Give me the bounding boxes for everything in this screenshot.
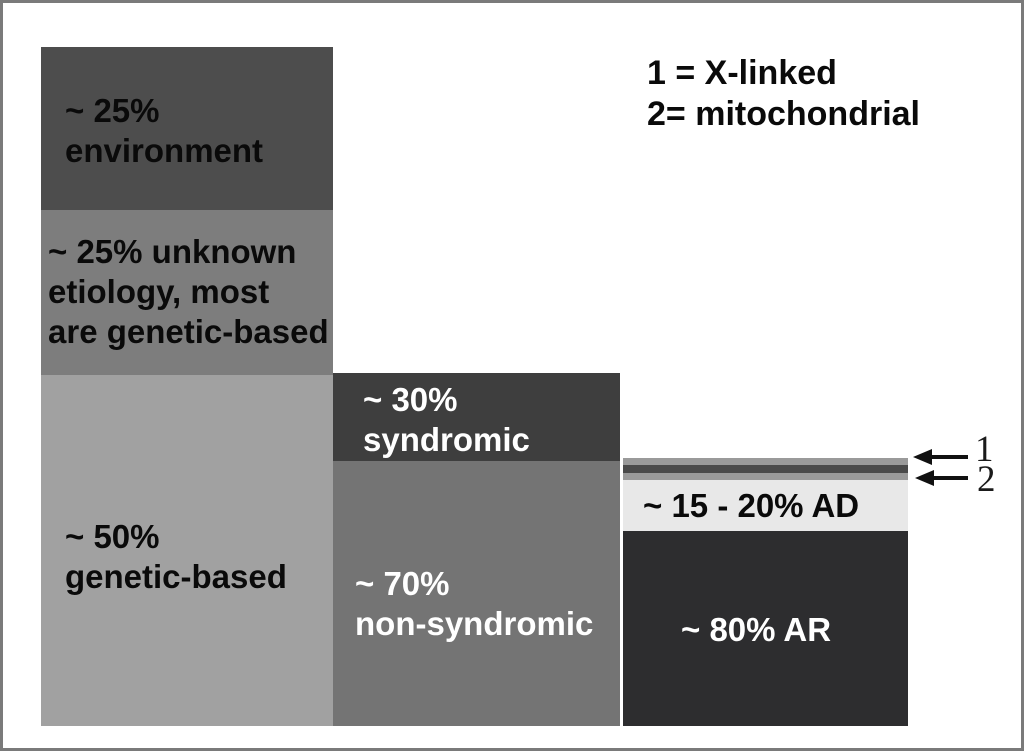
label-line: syndromic — [363, 421, 530, 458]
segment-ad: ~ 15 - 20% AD — [623, 480, 908, 531]
stripe-divider — [623, 465, 908, 473]
segment-mitochondrial-stripe — [623, 473, 908, 480]
segment-non-syndromic-label: ~ 70% non-syndromic — [333, 461, 620, 644]
segment-environment: ~ 25% environment — [41, 47, 333, 210]
segment-genetic-based-label: ~ 50% genetic-based — [41, 375, 333, 597]
segment-x-linked-stripe — [623, 458, 908, 465]
label-line: ~ 80% AR — [681, 611, 832, 648]
segment-non-syndromic: ~ 70% non-syndromic — [333, 461, 620, 726]
left-arrowhead-icon — [913, 449, 932, 465]
arrow-shaft — [930, 476, 968, 480]
segment-unknown-etiology-label: ~ 25% unknown etiology, most are genetic… — [41, 210, 333, 352]
segment-environment-label: ~ 25% environment — [41, 47, 333, 171]
segment-genetic-based: ~ 50% genetic-based — [41, 375, 333, 726]
segment-ar: ~ 80% AR — [623, 531, 908, 726]
label-line: genetic-based — [65, 558, 287, 595]
segment-ar-label: ~ 80% AR — [623, 531, 908, 650]
label-line: ~ 25% unknown — [48, 233, 297, 270]
label-line: non-syndromic — [355, 605, 594, 642]
label-line: ~ 15 - 20% AD — [643, 486, 860, 524]
arrow-2 — [915, 470, 968, 486]
arrow-2-number: 2 — [977, 459, 996, 500]
legend: 1 = X-linked 2= mitochondrial — [647, 53, 920, 135]
legend-mitochondrial: 2= mitochondrial — [647, 95, 920, 133]
arrow-1 — [913, 449, 968, 465]
label-line: etiology, most — [48, 273, 270, 310]
segment-syndromic: ~ 30% syndromic — [333, 373, 620, 461]
arrow-1-number: 1 — [975, 429, 994, 470]
label-line: ~ 25% — [65, 92, 160, 129]
left-arrowhead-icon — [915, 470, 934, 486]
label-line: ~ 50% — [65, 518, 160, 555]
label-line: ~ 30% — [363, 381, 458, 418]
segment-syndromic-label: ~ 30% syndromic — [333, 373, 620, 460]
arrow-shaft — [928, 455, 968, 459]
label-line: are genetic-based — [48, 313, 329, 350]
legend-x-linked: 1 = X-linked — [647, 54, 837, 92]
segment-unknown-etiology: ~ 25% unknown etiology, most are genetic… — [41, 210, 333, 375]
label-line: ~ 70% — [355, 565, 450, 602]
label-line: environment — [65, 132, 264, 169]
segment-ad-label: ~ 15 - 20% AD — [623, 486, 859, 526]
